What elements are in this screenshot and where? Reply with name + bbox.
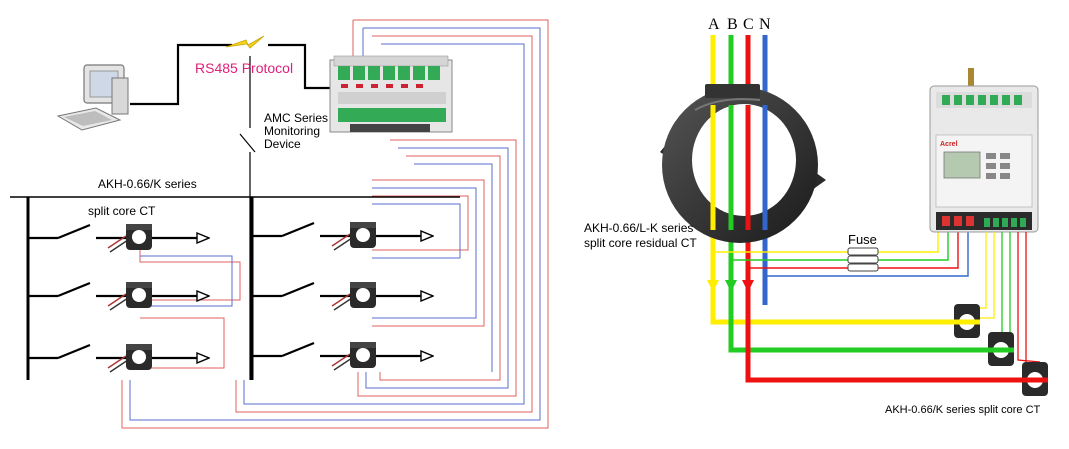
- device-label-line2: Monitoring: [264, 124, 320, 138]
- fuse-block: [847, 247, 879, 272]
- feeder-left-3: [28, 343, 208, 358]
- split-core-ct-phase-a: [954, 304, 980, 338]
- split-core-ct: [331, 342, 376, 371]
- split-core-ct-phase-b: [988, 332, 1014, 366]
- split-core-ct-group-left: [107, 222, 376, 373]
- computer-icon: [56, 64, 129, 131]
- device-label-line1: AMC Series: [264, 111, 328, 125]
- rs485-line: [130, 43, 330, 380]
- acrel-monitoring-meter: [929, 68, 1039, 233]
- phase-label-n: N: [759, 16, 771, 33]
- feeder-right-2: [252, 281, 432, 296]
- split-core-ct-group-right: [954, 304, 1048, 396]
- phase-arrows: [707, 280, 754, 292]
- split-core-ct: [107, 344, 152, 373]
- right-diagram: A B C N: [584, 16, 1048, 416]
- device-label-line3: Device: [264, 137, 301, 151]
- phases-through-ct: [710, 105, 768, 230]
- feeder-right-3: [252, 341, 432, 356]
- split-core-ct: [107, 224, 152, 253]
- lightning-icon: [225, 35, 265, 49]
- phase-label-c: C: [743, 16, 754, 33]
- fuse-label: Fuse: [848, 232, 877, 247]
- left-diagram: RS485 Protocol AMC Series Monitoring Dev…: [10, 19, 549, 429]
- meter-brand: Acrel: [940, 141, 958, 148]
- ct-series-line2: split core CT: [88, 204, 156, 218]
- protocol-label: RS485 Protocol: [195, 60, 293, 76]
- residual-ct-line1: AKH-0.66/L-K series: [584, 221, 693, 235]
- amc-monitoring-device: [329, 55, 453, 133]
- ct-signal-wires: [121, 19, 549, 429]
- feeder-left-1: [28, 223, 208, 238]
- split-core-ct: [107, 282, 152, 311]
- ct-series-line1: AKH-0.66/K series: [98, 177, 197, 191]
- residual-ct-line2: split core residual CT: [584, 236, 697, 250]
- phase-label-a: A: [708, 16, 720, 33]
- split-core-ct: [331, 222, 376, 251]
- residual-ct: [660, 84, 826, 243]
- feeder-right-1: [252, 221, 432, 236]
- split-core-ct-phase-c: [1022, 362, 1048, 396]
- feeders-left: [28, 223, 208, 358]
- busbars: [10, 196, 460, 380]
- split-ct-label: AKH-0.66/K series split core CT: [885, 404, 1041, 416]
- voltage-sense-wires: [713, 232, 969, 277]
- feeders-right: [252, 221, 432, 356]
- feeder-left-2: [28, 281, 208, 296]
- split-core-ct: [331, 282, 376, 311]
- phase-label-b: B: [727, 16, 738, 33]
